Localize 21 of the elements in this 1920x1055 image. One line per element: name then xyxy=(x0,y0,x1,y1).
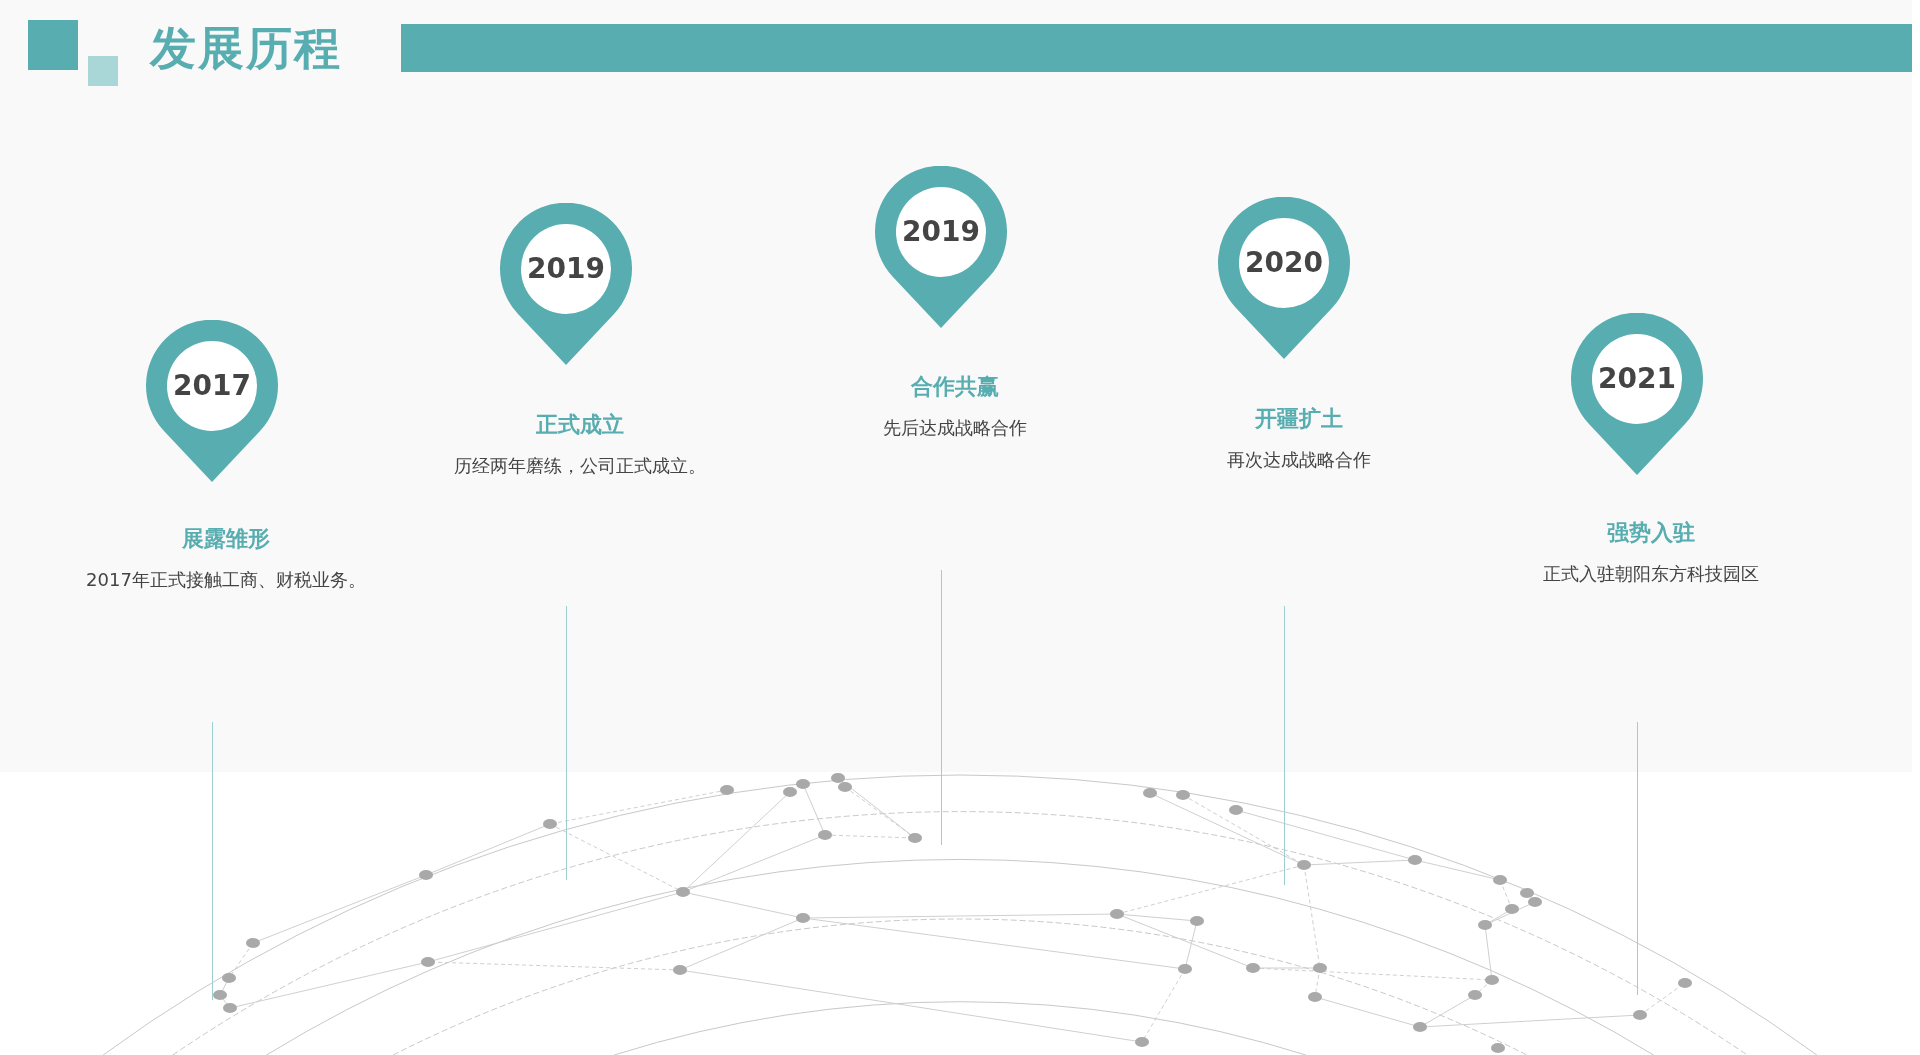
map-pin-marker xyxy=(1218,197,1350,359)
milestone-title: 合作共赢 xyxy=(910,373,1000,401)
map-pin-marker xyxy=(1571,313,1703,475)
milestone-title: 正式成立 xyxy=(535,411,625,439)
milestone-description: 再次达成战略合作 xyxy=(1226,448,1372,472)
map-pin-marker xyxy=(875,166,1007,328)
year-label: 2020 xyxy=(1244,245,1324,281)
year-label: 2019 xyxy=(526,251,606,287)
year-label: 2017 xyxy=(172,368,252,404)
milestone-description: 正式入驻朝阳东方科技园区 xyxy=(1542,562,1760,586)
map-pin-marker xyxy=(146,320,278,482)
milestone-title: 开疆扩土 xyxy=(1254,405,1344,433)
milestone-title: 强势入驻 xyxy=(1606,519,1696,547)
milestone-description: 先后达成战略合作 xyxy=(882,416,1028,440)
map-pin-marker xyxy=(500,203,632,365)
page-title: 发展历程 xyxy=(150,20,342,77)
year-label: 2021 xyxy=(1597,361,1677,397)
milestone-description: 历经两年磨练，公司正式成立。 xyxy=(453,454,707,478)
milestone-title: 展露雏形 xyxy=(181,525,271,553)
year-label: 2019 xyxy=(901,214,981,250)
milestone-description: 2017年正式接触工商、财税业务。 xyxy=(85,568,367,592)
